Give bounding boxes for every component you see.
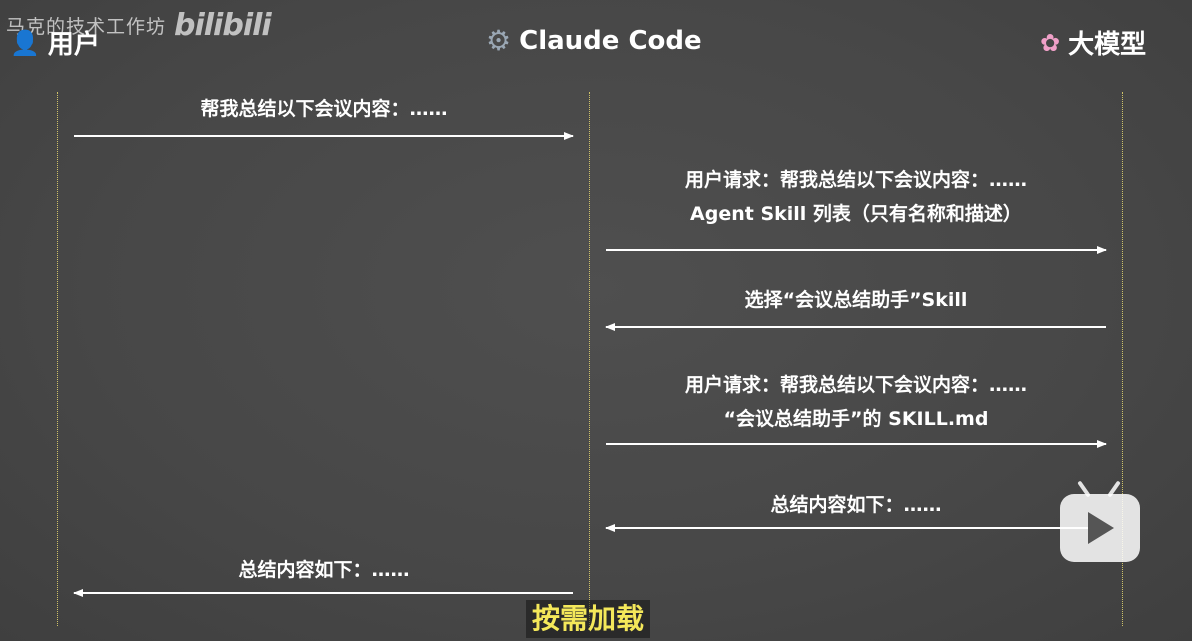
message-2-line-1: 用户请求：帮我总结以下会议内容：…… bbox=[684, 169, 1027, 191]
message-6-line-1: 总结内容如下：…… bbox=[238, 559, 410, 581]
message-4-line-1: 用户请求：帮我总结以下会议内容：…… bbox=[684, 374, 1027, 396]
user-icon: 👤 bbox=[10, 28, 40, 57]
message-1-line-1: 帮我总结以下会议内容：…… bbox=[200, 98, 448, 120]
actor-claude-code: ⚙ Claude Code bbox=[486, 24, 702, 57]
message-4: 用户请求：帮我总结以下会议内容：…… “会议总结助手”的 SKILL.md bbox=[606, 368, 1106, 436]
actor-llm-label: 大模型 bbox=[1068, 30, 1147, 60]
message-2-line-2: Agent Skill 列表（只有名称和描述） bbox=[690, 203, 1022, 225]
message-5: 总结内容如下：…… bbox=[606, 488, 1106, 522]
bilibili-logo: bilibili bbox=[174, 8, 272, 43]
message-1: 帮我总结以下会议内容：…… bbox=[74, 92, 574, 126]
subtitle-caption: 按需加载 bbox=[526, 600, 651, 638]
watermark-author: 马克的技术工作坊 bbox=[6, 16, 167, 38]
actor-user-label: 用户 bbox=[47, 30, 100, 60]
watermark: 马克的技术工作坊 bilibili bbox=[6, 8, 272, 43]
actor-llm: ✿ 大模型 bbox=[1040, 24, 1146, 61]
lifeline-llm bbox=[1122, 92, 1123, 626]
message-5-line-1: 总结内容如下：…… bbox=[770, 494, 942, 516]
message-4-line-2: “会议总结助手”的 SKILL.md bbox=[723, 408, 989, 430]
message-3: 选择“会议总结助手”Skill bbox=[606, 283, 1106, 317]
lifeline-claude-code bbox=[589, 92, 590, 626]
brain-icon: ✿ bbox=[1040, 28, 1061, 57]
gear-icon: ⚙ bbox=[486, 24, 512, 57]
message-6: 总结内容如下：…… bbox=[74, 553, 574, 587]
bilibili-tv-icon bbox=[1060, 480, 1140, 562]
message-2: 用户请求：帮我总结以下会议内容：…… Agent Skill 列表（只有名称和描… bbox=[606, 163, 1106, 231]
actor-user: 👤 用户 bbox=[10, 24, 100, 61]
actor-claude-code-label: Claude Code bbox=[519, 25, 702, 56]
message-3-line-1: 选择“会议总结助手”Skill bbox=[744, 289, 968, 311]
lifeline-user bbox=[57, 92, 58, 626]
